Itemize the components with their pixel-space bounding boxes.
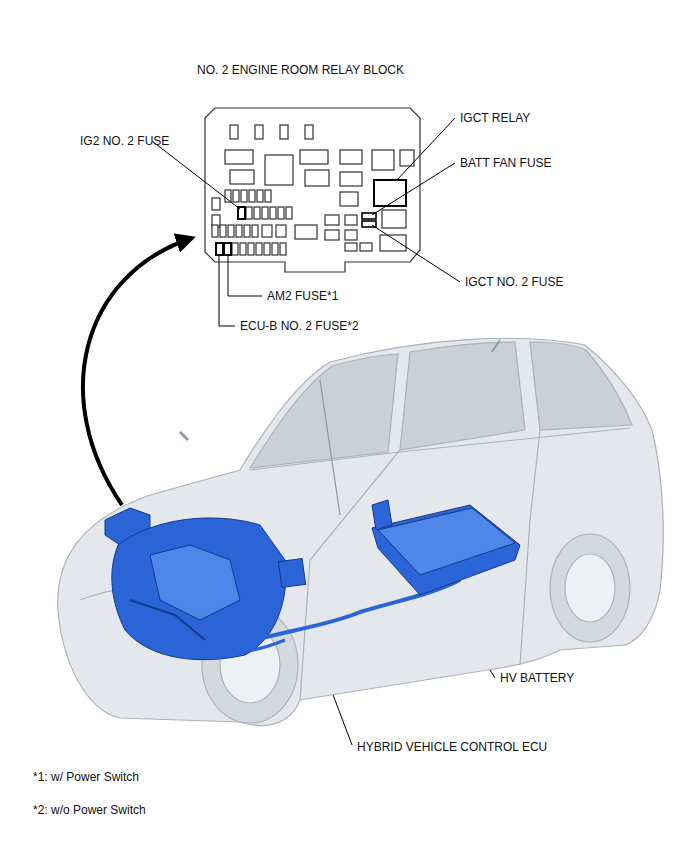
- hybrid-components: [105, 500, 520, 660]
- footnote: *1: w/ Power Switch: [33, 770, 139, 784]
- footnote: *2: w/o Power Switch: [33, 803, 146, 817]
- part-label: HYBRID VEHICLE CONTROL ECU: [357, 740, 547, 754]
- locator-arrow: [83, 238, 192, 505]
- relay-block: [205, 108, 420, 272]
- part-label: AM2 FUSE*1: [267, 289, 338, 303]
- part-label: IG2 NO. 2 FUSE: [80, 134, 169, 148]
- part-label: HV BATTERY: [500, 671, 574, 685]
- part-label: IGCT RELAY: [460, 111, 530, 125]
- part-label: ECU-B NO. 2 FUSE*2: [240, 319, 359, 333]
- diagram-title: NO. 2 ENGINE ROOM RELAY BLOCK: [197, 63, 404, 77]
- part-label: BATT FAN FUSE: [460, 156, 552, 170]
- part-label: IGCT NO. 2 FUSE: [465, 275, 563, 289]
- car-body: [58, 338, 664, 725]
